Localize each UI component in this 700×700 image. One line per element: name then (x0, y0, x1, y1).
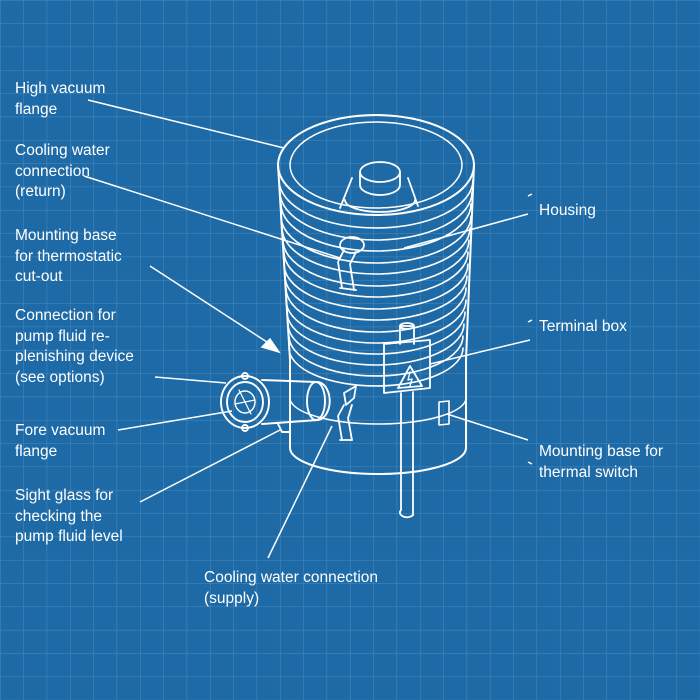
label-terminal-box: Terminal box (539, 318, 627, 335)
label-sight-glass: Sight glass for checking the pump fluid … (15, 487, 123, 545)
cooling-fins (278, 179, 474, 387)
leader-fore-vacuum (117, 410, 233, 431)
lower-cylinder-seam (289, 397, 467, 425)
lower-cylinder (289, 359, 467, 475)
label-fore-vacuum-flange: Fore vacuum flange (15, 422, 106, 460)
leader-thermal-switch (446, 413, 529, 441)
leader-pump-fluid (154, 376, 227, 384)
leader-sight-glass (139, 429, 281, 503)
sight-glass (220, 372, 270, 432)
leader-housing (403, 213, 529, 249)
label-mounting-base-thermal-switch: Mounting base for thermal switch (539, 443, 664, 481)
label-cooling-water-return: Cooling water connection (return) (15, 142, 110, 200)
label-mounting-base-thermostatic: Mounting base for thermostatic cut-out (15, 227, 122, 285)
label-cooling-water-supply: Cooling water connection (supply) (204, 569, 379, 607)
flange-inner (289, 121, 463, 209)
high-vacuum-flange (277, 114, 475, 216)
cooling-return-fitting (337, 236, 365, 291)
warning-triangle-icon (397, 365, 423, 389)
label-high-vacuum-flange: High vacuum flange (15, 80, 106, 118)
thermal-switch-base (438, 400, 450, 426)
leader-lines (83, 99, 533, 559)
label-pump-fluid-replenishing: Connection for pump fluid re- plenishing… (15, 307, 134, 386)
leader-cooling-return (83, 175, 341, 259)
leader-thermostatic (149, 265, 271, 345)
inner-jet (339, 161, 419, 213)
leader-high-vacuum-flange (87, 99, 285, 149)
leader-terminal-box (429, 339, 531, 365)
leader-cooling-supply (267, 425, 333, 559)
leader-thermostatic-arrow (260, 337, 281, 354)
pump-body (220, 114, 475, 519)
terminal-box-shape (383, 322, 431, 519)
label-housing: Housing (539, 202, 596, 219)
cooling-supply-fitting (337, 385, 357, 441)
fore-vacuum-pipe (261, 379, 331, 433)
